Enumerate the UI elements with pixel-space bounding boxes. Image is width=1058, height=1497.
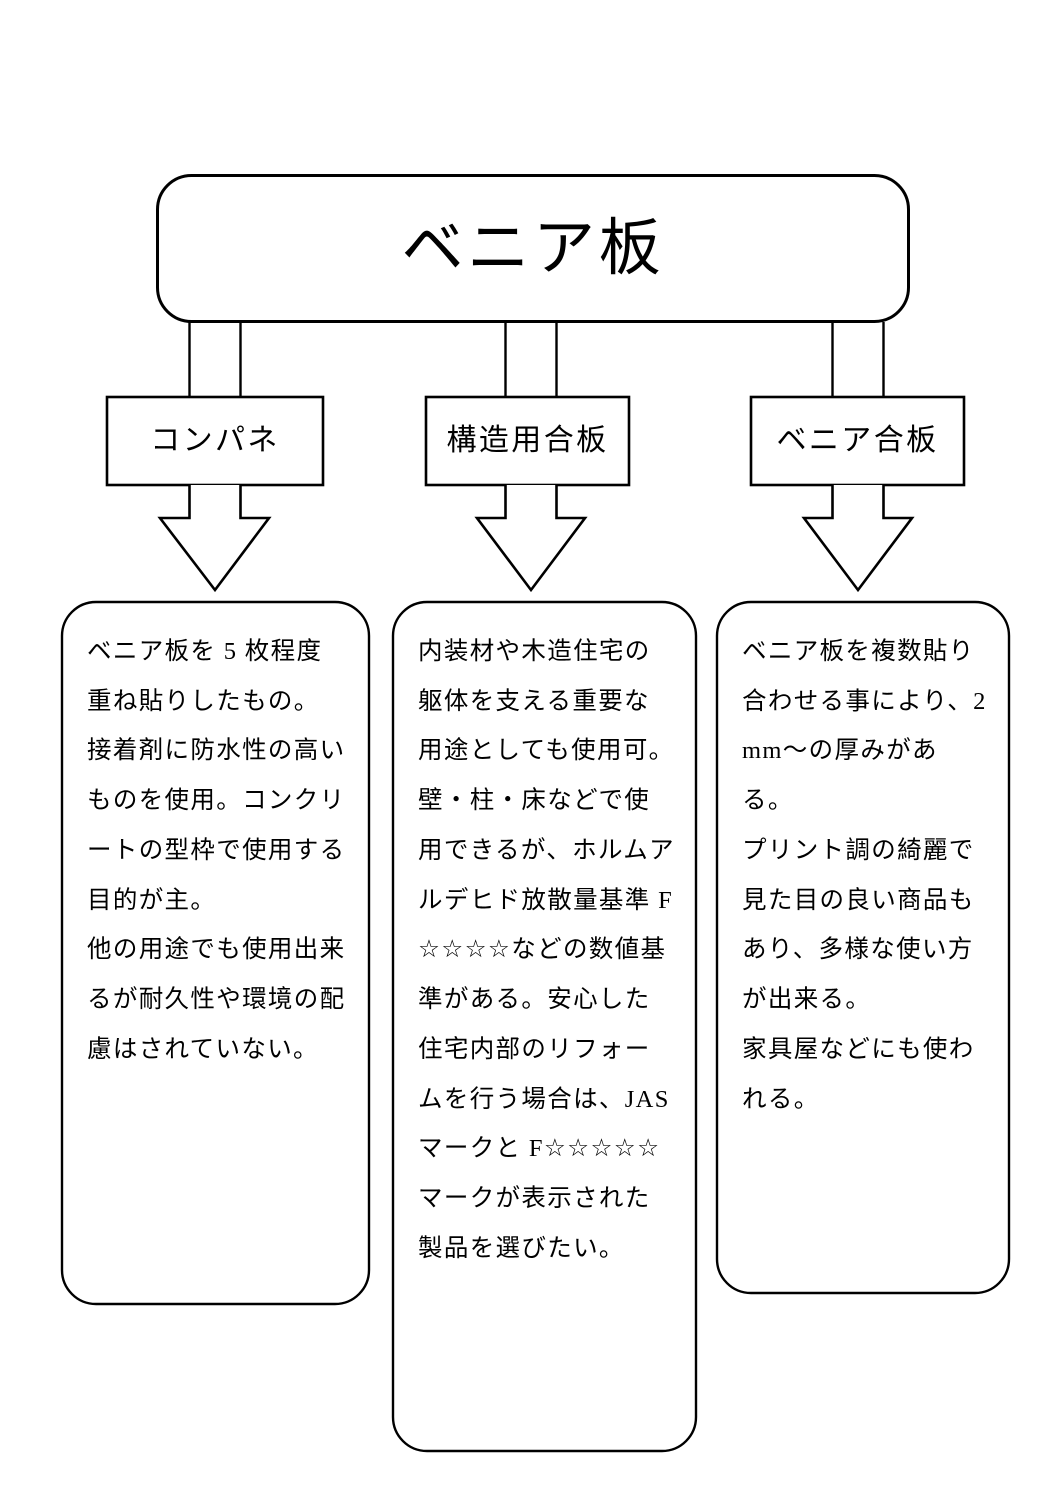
root-node-label: ベニア板 (401, 214, 665, 283)
connector-root-to-cat-0 (188, 322, 242, 396)
description-node-2[interactable]: ベニア板を複数貼り合わせる事により、2 mm〜の厚みがある。 プリント調の綺麗で… (716, 601, 1010, 1294)
block-arrow-cat-1-to-desc-1 (474, 485, 588, 593)
category-node-0[interactable]: コンパネ (106, 396, 324, 486)
category-label-1: 構造用合板 (446, 424, 609, 457)
category-node-1[interactable]: 構造用合板 (425, 396, 630, 486)
category-node-2[interactable]: ベニア合板 (750, 396, 965, 486)
block-arrow-cat-2-to-desc-2 (801, 485, 915, 593)
connector-root-to-cat-2 (831, 322, 885, 396)
description-node-1[interactable]: 内装材や木造住宅の躯体を支える重要な用途としても使用可。壁・柱・床などで使用でき… (392, 601, 697, 1452)
description-text-0: ベニア板を 5 枚程度重ね貼りしたもの。 接着剤に防水性の高いものを使用。コンク… (87, 638, 346, 1063)
category-label-2: ベニア合板 (776, 424, 939, 457)
description-box-0-shape[interactable] (60, 600, 371, 1306)
connector-root-to-cat-1 (504, 322, 558, 396)
root-node-shape[interactable] (156, 174, 910, 323)
root-node[interactable]: ベニア板 (157, 175, 909, 322)
description-node-0[interactable]: ベニア板を 5 枚程度重ね貼りしたもの。 接着剤に防水性の高いものを使用。コンク… (61, 601, 370, 1305)
description-text-1: 内装材や木造住宅の躯体を支える重要な用途としても使用可。壁・柱・床などで使用でき… (418, 638, 678, 1262)
description-text-2: ベニア板を複数貼り合わせる事により、2 mm〜の厚みがある。 プリント調の綺麗で… (742, 638, 987, 1113)
description-box-2-shape[interactable] (715, 600, 1011, 1295)
block-arrow-cat-0-to-desc-0 (157, 485, 272, 593)
category-box-0-shape[interactable] (105, 395, 325, 487)
description-box-1-shape[interactable] (391, 600, 698, 1453)
category-label-0: コンパネ (150, 424, 280, 457)
